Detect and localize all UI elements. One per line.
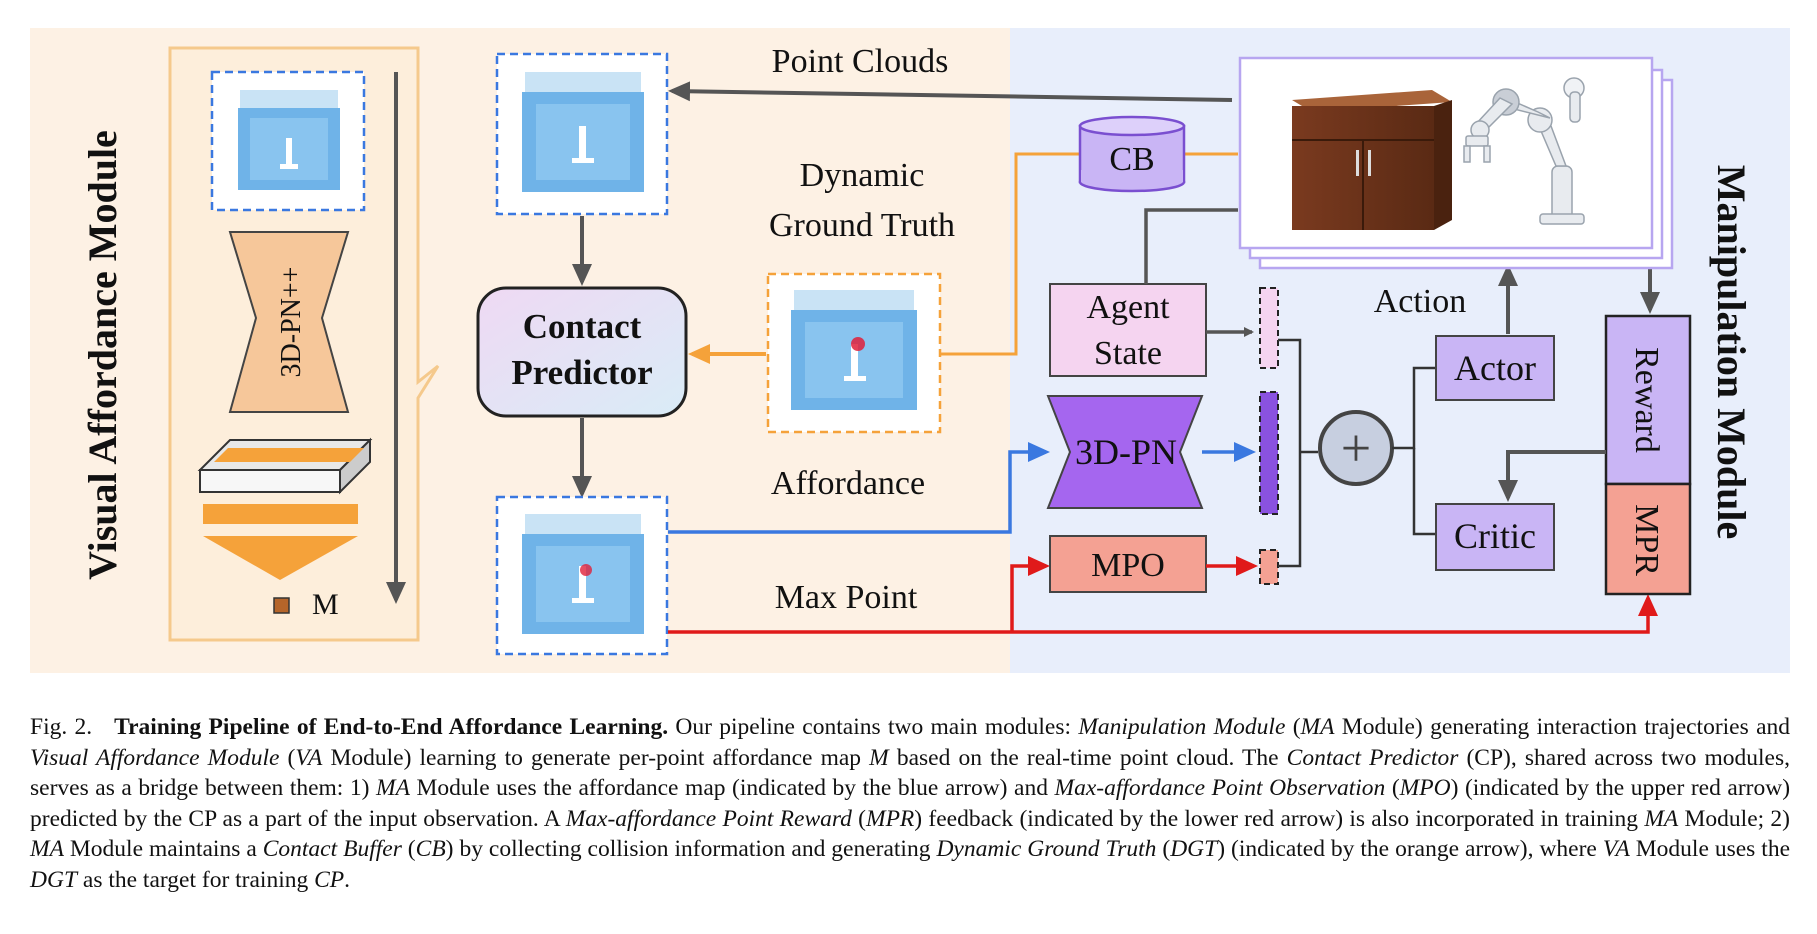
mpo-label: MPO [1091,547,1165,584]
cabinet-object [1292,90,1452,230]
caption-text: ( [851,805,866,832]
encoder-label: 3D-PN++ [276,267,307,378]
affordance-blue-arrow [668,442,1050,534]
caption-text: ( [401,836,416,862]
robot-arm [1463,77,1585,225]
caption-italic: MPO [1399,775,1451,801]
pointnet-plus-plus-encoder [228,231,350,413]
actor-label: Actor [1454,348,1536,388]
caption-italic: Max-affordance Point Observation [1054,775,1386,801]
dynamic-ground-truth-cloud [766,272,942,434]
pointnet-encoder [1046,395,1204,509]
figure-caption: Fig. 2. Training Pipeline of End-to-End … [30,712,1790,895]
mpr-block [1604,482,1692,596]
dgt-label-line1: Dynamic [800,157,925,194]
concat-symbol: + [1341,418,1371,478]
caption-italic: VA [295,744,323,771]
input-point-cloud-thumbnail [210,70,366,212]
dgt-label-line2: Ground Truth [769,207,955,244]
caption-fig-number: Fig. 2. [30,714,93,740]
caption-italic: Contact Buffer [262,836,402,862]
affordance-feature [1259,391,1279,515]
caption-italic: CP [314,866,345,893]
caption-text: ( [1285,714,1301,740]
caption-italic: Max-affordance Point Reward [565,805,852,832]
caption-text: ) (indicated by the orange arrow), where [1217,836,1603,862]
mpo-feature [1259,549,1279,585]
caption-italic: MPR [866,805,915,832]
caption-text: ( [1385,775,1400,801]
caption-text: ( [1156,836,1171,862]
caption-text: based on the real-time point cloud. The [888,744,1287,771]
caption-italic: VA [1602,836,1630,862]
caption-italic: MA [1644,805,1679,832]
contact-buffer-cylinder [1078,115,1186,193]
caption-italic: Manipulation Module [1078,714,1286,740]
critic-label: Critic [1454,516,1536,556]
reward-to-critic-arrow [1498,450,1606,502]
caption-italic: MA [376,775,410,801]
pipeline-diagram: Visual Affordance Module 3D-PN++ M Point… [30,28,1790,673]
caption-text: ) feedback (indicated by the lower red a… [914,805,1645,832]
caption-italic: Dynamic Ground Truth [936,836,1157,862]
affordance-map-marker [273,597,290,614]
agent-state-label-line2: State [1094,335,1162,372]
caption-text: ) by collecting collision information an… [445,836,937,862]
caption-text: ) (indicated by the upper red arrow) pre… [30,775,1791,832]
max-point-to-mpo-arrow [1010,556,1050,632]
concat-to-heads [1392,366,1436,450]
affordance-point-cloud [495,495,669,656]
caption-italic: MA [1300,714,1335,740]
max-point-label: Max Point [775,579,918,616]
ma-module-title: Manipulation Module [1709,165,1754,540]
actor-block [1435,335,1555,401]
affordance-map-label: M [312,588,339,621]
feature-layer-stack [197,437,373,580]
agent-state-label-line1: Agent [1086,289,1170,326]
reward-block [1604,314,1692,486]
max-point-to-mpr-arrow [668,594,1658,634]
cb-label: CB [1109,141,1154,178]
caption-text: as the target for training [77,866,315,893]
contact-predictor-label-line1: Contact [523,307,642,346]
va-module-title: Visual Affordance Module [80,130,125,580]
caption-italic: Visual Affordance Module [30,744,280,771]
caption-italic: CB [415,836,446,862]
agent-state-block [1049,283,1207,377]
pn-label: 3D-PN [1075,432,1177,472]
observed-point-cloud [495,52,669,216]
caption-italic: DGT [30,866,78,893]
caption-text: Module) learning to generate per-point a… [322,744,870,771]
agent-state-feature [1259,287,1279,369]
caption-text: . [344,866,351,893]
action-label: Action [1374,283,1467,320]
point-clouds-arrow [668,81,1233,102]
caption-italic: Contact Predictor [1286,744,1459,771]
caption-text: Module uses the affordance map (indicate… [409,775,1055,801]
reward-label: Reward [1628,347,1665,453]
env-to-agent-state-line [1144,208,1238,284]
caption-italic: MA [30,836,64,862]
contact-predictor-block [476,286,688,418]
cb-to-dgt-line [940,152,1080,356]
caption-text: Module; 2) [1678,805,1791,832]
caption-title: Training Pipeline of End-to-End Affordan… [114,714,669,740]
caption-italic: M [869,744,889,771]
point-clouds-label: Point Clouds [772,43,949,80]
contact-predictor-label-line2: Predictor [511,353,652,392]
caption-text: Our pipeline contains two main modules: [668,714,1079,740]
caption-text: (CP), shared across two modules, serves … [30,744,1791,802]
mpr-label: MPR [1628,504,1665,576]
critic-block [1435,503,1555,571]
caption-text: ( [279,744,296,771]
caption-italic: DGT [1170,836,1218,862]
mpo-block [1049,535,1207,593]
concat-to-critic [1412,448,1436,536]
caption-text: Module maintains a [63,836,263,862]
caption-text: Module) generating interaction trajector… [1334,714,1791,740]
affordance-label: Affordance [771,465,925,502]
caption-text: Module uses the [1629,836,1791,862]
